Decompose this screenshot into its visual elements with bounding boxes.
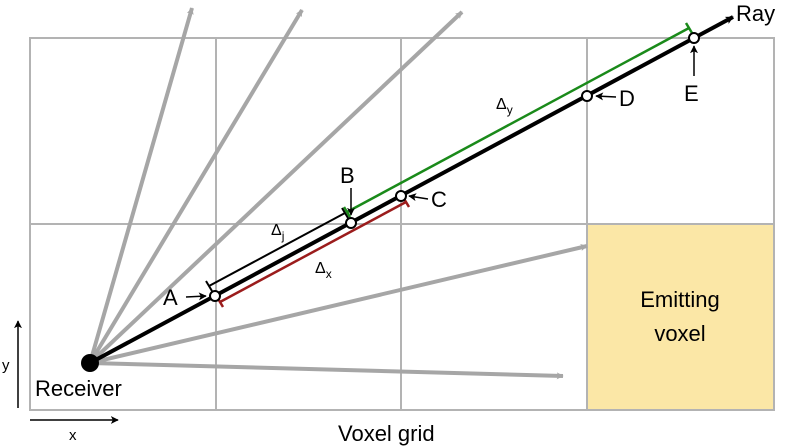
gray-ray-3	[88, 10, 464, 365]
ray-label: Ray	[736, 1, 775, 26]
point-a	[209, 290, 221, 302]
voxel-grid	[29, 37, 775, 411]
delta-y-segment	[342, 22, 694, 218]
gray-rays	[88, 7, 588, 380]
point-e	[688, 32, 700, 44]
delta-j-label: Δj	[271, 222, 284, 243]
emitting-label-line1: Emitting	[640, 287, 719, 312]
gray-ray-4	[89, 244, 588, 365]
intersection-points	[209, 32, 700, 302]
point-pointers	[185, 45, 698, 301]
receiver-dot	[81, 354, 99, 372]
emitting-voxel	[587, 224, 774, 410]
delta-y-label: Δy	[496, 96, 513, 117]
pointer-d	[595, 92, 617, 101]
gray-ray-5	[89, 361, 564, 380]
coordinate-axes	[14, 320, 119, 424]
point-c-label: C	[431, 187, 447, 212]
delta-x-label: Δx	[315, 260, 332, 281]
point-c	[395, 190, 407, 202]
axis-y-label: y	[2, 357, 10, 374]
gray-ray-1	[88, 7, 194, 364]
main-ray	[89, 15, 734, 365]
delta-j-segment	[205, 207, 349, 292]
gray-ray-2	[88, 8, 304, 365]
emitting-label-line2: voxel	[654, 321, 705, 346]
point-d-label: D	[619, 86, 635, 111]
point-a-label: A	[163, 285, 178, 310]
point-b-label: B	[340, 163, 355, 188]
axis-x-label: x	[69, 427, 77, 444]
point-b	[345, 217, 357, 229]
pointer-a	[185, 292, 207, 301]
receiver-label: Receiver	[35, 376, 122, 401]
grid-label: Voxel grid	[338, 421, 435, 446]
point-e-label: E	[684, 81, 699, 106]
point-d	[581, 90, 593, 102]
pointer-c	[408, 193, 429, 202]
